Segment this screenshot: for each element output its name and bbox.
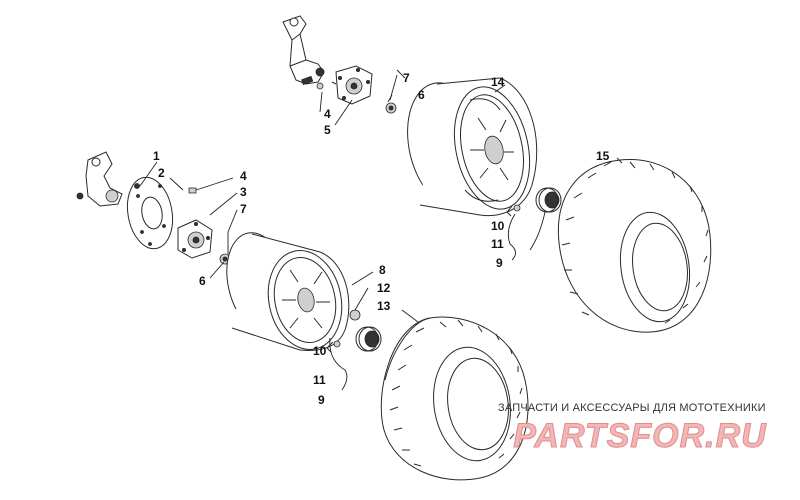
callout-14: 14 [491, 75, 505, 89]
upper-nut [385, 102, 397, 114]
callout-10-upper: 10 [491, 219, 505, 233]
lower-steering-knuckle [76, 151, 123, 207]
callout-2: 2 [158, 166, 165, 180]
callout-1: 1 [153, 149, 160, 163]
leader-lines [139, 69, 623, 391]
tire-upper [558, 158, 712, 333]
brake-disc [126, 176, 174, 250]
lower-stud [188, 187, 197, 194]
callout-9-lower: 9 [318, 393, 325, 407]
callout-9-upper: 9 [496, 256, 503, 270]
upper-hub [335, 65, 373, 105]
callout-15: 15 [596, 149, 610, 163]
valve-lower [326, 340, 341, 353]
watermark-logo: PARTSFOR.RU [513, 417, 767, 456]
cap-upper [535, 187, 562, 213]
cap-lower [355, 326, 382, 352]
upper-steering-knuckle [282, 15, 325, 86]
callout-10-lower: 10 [313, 344, 327, 358]
callout-11-lower: 11 [313, 373, 326, 387]
upper-stud [316, 81, 337, 90]
callout-7-lower: 7 [240, 202, 247, 216]
callout-7-upper: 7 [403, 71, 410, 85]
callout-6-lower: 6 [199, 274, 206, 288]
lower-bolt [134, 183, 140, 189]
callout-3: 3 [240, 185, 247, 199]
rim-upper [407, 77, 538, 217]
lower-hub [177, 219, 213, 259]
callout-12: 12 [377, 281, 391, 295]
callout-6-upper: 6 [418, 88, 425, 102]
callout-11-upper: 11 [491, 237, 504, 251]
callout-5: 5 [324, 123, 331, 137]
callout-4-upper: 4 [324, 107, 331, 121]
callout-13: 13 [377, 299, 391, 313]
callout-8: 8 [379, 263, 386, 277]
lug-nut [349, 309, 361, 321]
rim-lower [226, 232, 350, 351]
callouts: 1 2 4 3 7 6 8 12 13 10 11 9 7 6 4 5 14 1… [153, 71, 610, 407]
watermark-caption: ЗАПЧАСТИ И АКСЕССУАРЫ ДЛЯ МОТОТЕХНИКИ [498, 402, 766, 414]
callout-4-lower: 4 [240, 169, 247, 183]
tire-lower [380, 316, 529, 481]
valve-upper [506, 204, 521, 217]
watermark-logo-text: PARTSFOR.RU [513, 417, 767, 455]
